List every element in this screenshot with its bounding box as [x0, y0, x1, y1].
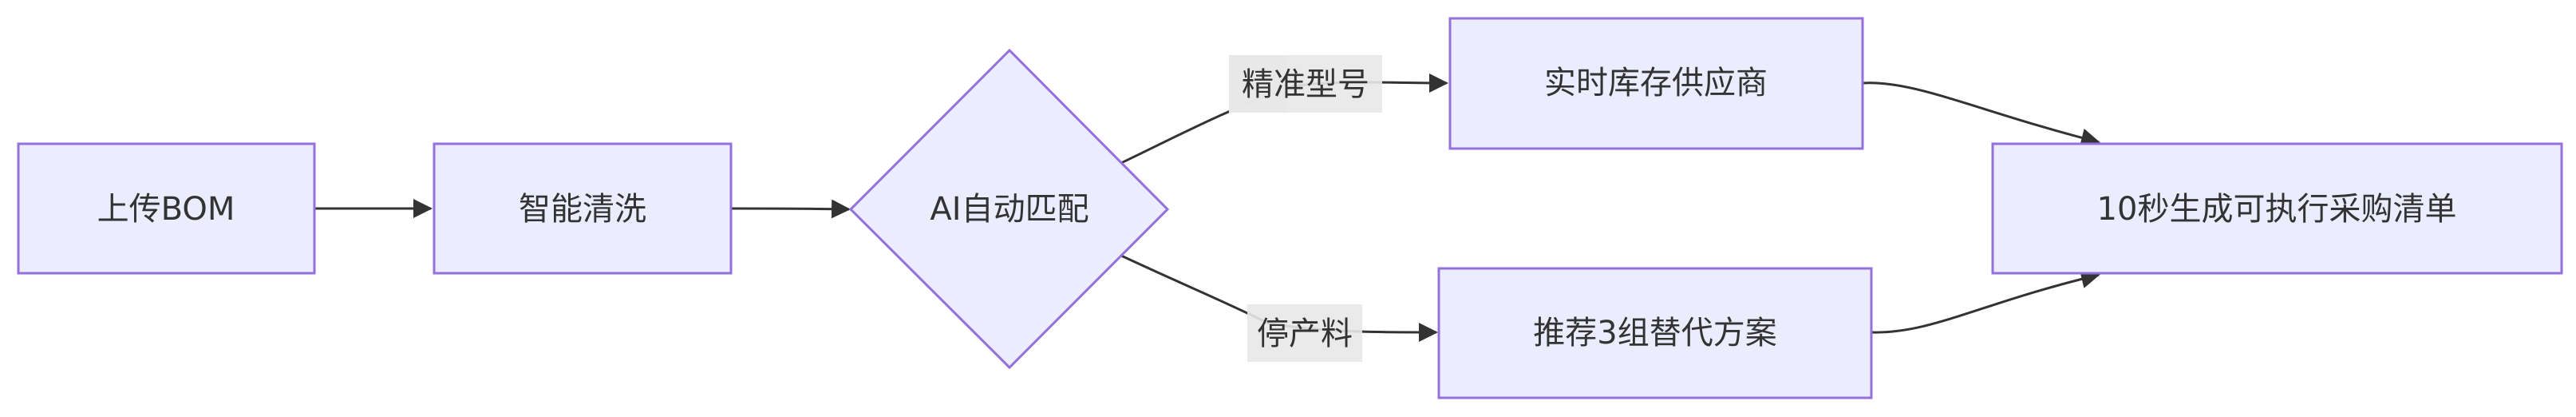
node-realtime-supplier[interactable]: 实时库存供应商	[1448, 17, 1864, 150]
node-ai-match-decision[interactable]: AI自动匹配	[848, 48, 1170, 370]
node-realtime-supplier-label: 实时库存供应商	[1544, 65, 1768, 101]
edge-label-discontinued: 停产料	[1247, 304, 1362, 362]
edge-label-discontinued-text: 停产料	[1257, 316, 1353, 352]
node-purchase-list-label: 10秒生成可执行采购清单	[2097, 191, 2457, 228]
edge-label-exact-model: 精准型号	[1229, 55, 1382, 113]
node-alternatives-label: 推荐3组替代方案	[1533, 315, 1776, 351]
node-smart-clean-label: 智能清洗	[519, 191, 646, 228]
node-upload-bom-label: 上传BOM	[97, 191, 235, 228]
edge-supplier-to-result	[1862, 81, 2100, 148]
edge-alternatives-to-result	[1871, 269, 2100, 334]
node-alternatives[interactable]: 推荐3组替代方案	[1437, 267, 1873, 399]
node-purchase-list[interactable]: 10秒生成可执行采购清单	[1991, 142, 2563, 275]
edge-label-exact-model-text: 精准型号	[1242, 66, 1369, 103]
edge-clean-to-match	[730, 199, 851, 219]
node-smart-clean[interactable]: 智能清洗	[433, 142, 733, 275]
node-ai-match-label: AI自动匹配	[930, 191, 1088, 228]
node-upload-bom[interactable]: 上传BOM	[17, 142, 316, 275]
